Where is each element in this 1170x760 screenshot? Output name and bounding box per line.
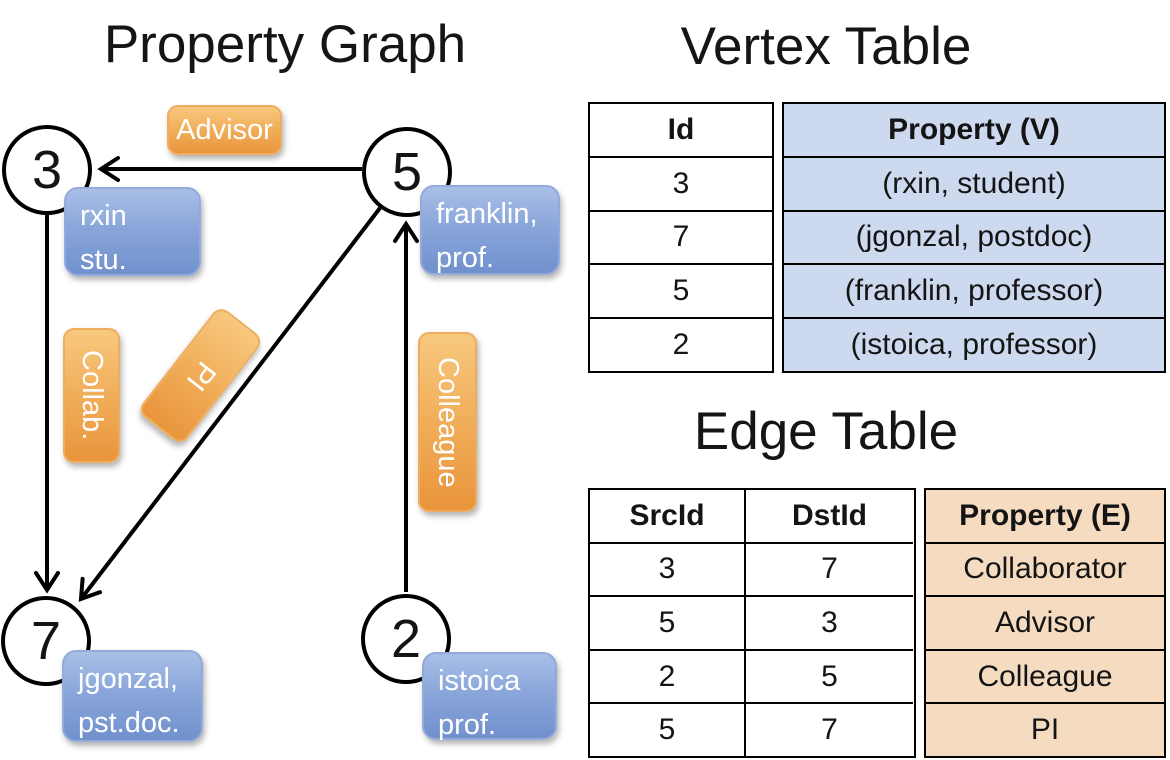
edge-label-advisor: Advisor [167, 105, 282, 155]
property-graph-title: Property Graph [103, 15, 467, 74]
vertex-table-id-cell: 7 [590, 212, 772, 266]
vertex-table-id-header: Id [590, 104, 772, 158]
vertex-table-property-cell: (rxin, student) [784, 157, 1164, 212]
edge-table-srcid-header: SrcId [590, 490, 744, 544]
edge-table-property-cell: Collaborator [926, 543, 1164, 598]
vertex-node-2-id: 2 [390, 609, 422, 669]
edge-table-property-header: Property (E) [926, 490, 1164, 544]
vertex-table-id-cell: 5 [590, 265, 772, 320]
vertex-node-7-id: 7 [30, 611, 62, 671]
edge-table-property-column: Property (E) Collaborator Advisor Collea… [924, 488, 1166, 758]
edge-table-id-columns: SrcId 3 5 2 5 DstId 7 3 5 7 [588, 488, 916, 758]
vertex-table-id-cell: 2 [672, 328, 690, 362]
vertex-table-property-column: Property (V) (rxin, student) (jgonzal, p… [782, 102, 1166, 373]
vertex-table-property-cell: (franklin, professor) [784, 265, 1164, 320]
edge-table-dstid-cell: 7 [746, 544, 913, 598]
vertex-table-id-column: Id 3 7 5 2 [588, 102, 774, 373]
vertex-node-2: 2 [361, 594, 451, 684]
edge-table-property-cell: PI [926, 704, 1164, 756]
vertex-table-title: Vertex Table [680, 17, 972, 76]
vertex-property-box-5: franklin, prof. [420, 185, 560, 275]
edge-table-srcid-cell: 5 [658, 713, 676, 747]
edge-label-colleague: Colleague [418, 332, 477, 512]
vertex-table-property-cell: (istoica, professor) [784, 319, 1164, 371]
edge-table-dstid-column: DstId 7 3 5 7 [746, 490, 913, 756]
graph-edges-svg [34, 156, 419, 602]
edge-table-property-cell: Advisor [926, 597, 1164, 651]
edge-table-property-cell: Colleague [926, 650, 1164, 705]
vertex-property-box-2: istoica prof. [422, 652, 557, 741]
vertex-table-property-header: Property (V) [784, 104, 1164, 158]
edge-table-title: Edge Table [693, 402, 959, 461]
edge-table-srcid-cell: 2 [590, 651, 744, 705]
edge-5-to-7-arrow [78, 206, 382, 602]
vertex-node-5-id: 5 [391, 142, 423, 202]
vertex-node-3-id: 3 [31, 140, 63, 200]
edge-table-dstid-cell: 5 [746, 651, 913, 705]
edge-table-srcid-cell: 3 [590, 544, 744, 598]
edge-table-dstid-header: DstId [746, 490, 913, 544]
edge-label-collab: Collab. [63, 328, 120, 463]
edge-table-srcid-column: SrcId 3 5 2 5 [590, 490, 746, 756]
vertex-property-box-7: jgonzal, pst.doc. [62, 650, 203, 742]
edge-table-dstid-cell: 3 [746, 597, 913, 651]
vertex-node-5: 5 [362, 127, 452, 217]
edge-table-dstid-cell: 7 [821, 713, 838, 747]
vertex-table-id-cell: 3 [590, 158, 772, 212]
vertex-property-box-3: rxin stu. [64, 187, 201, 276]
edge-table-srcid-cell: 5 [590, 597, 744, 651]
vertex-table-property-cell: (jgonzal, postdoc) [784, 211, 1164, 266]
